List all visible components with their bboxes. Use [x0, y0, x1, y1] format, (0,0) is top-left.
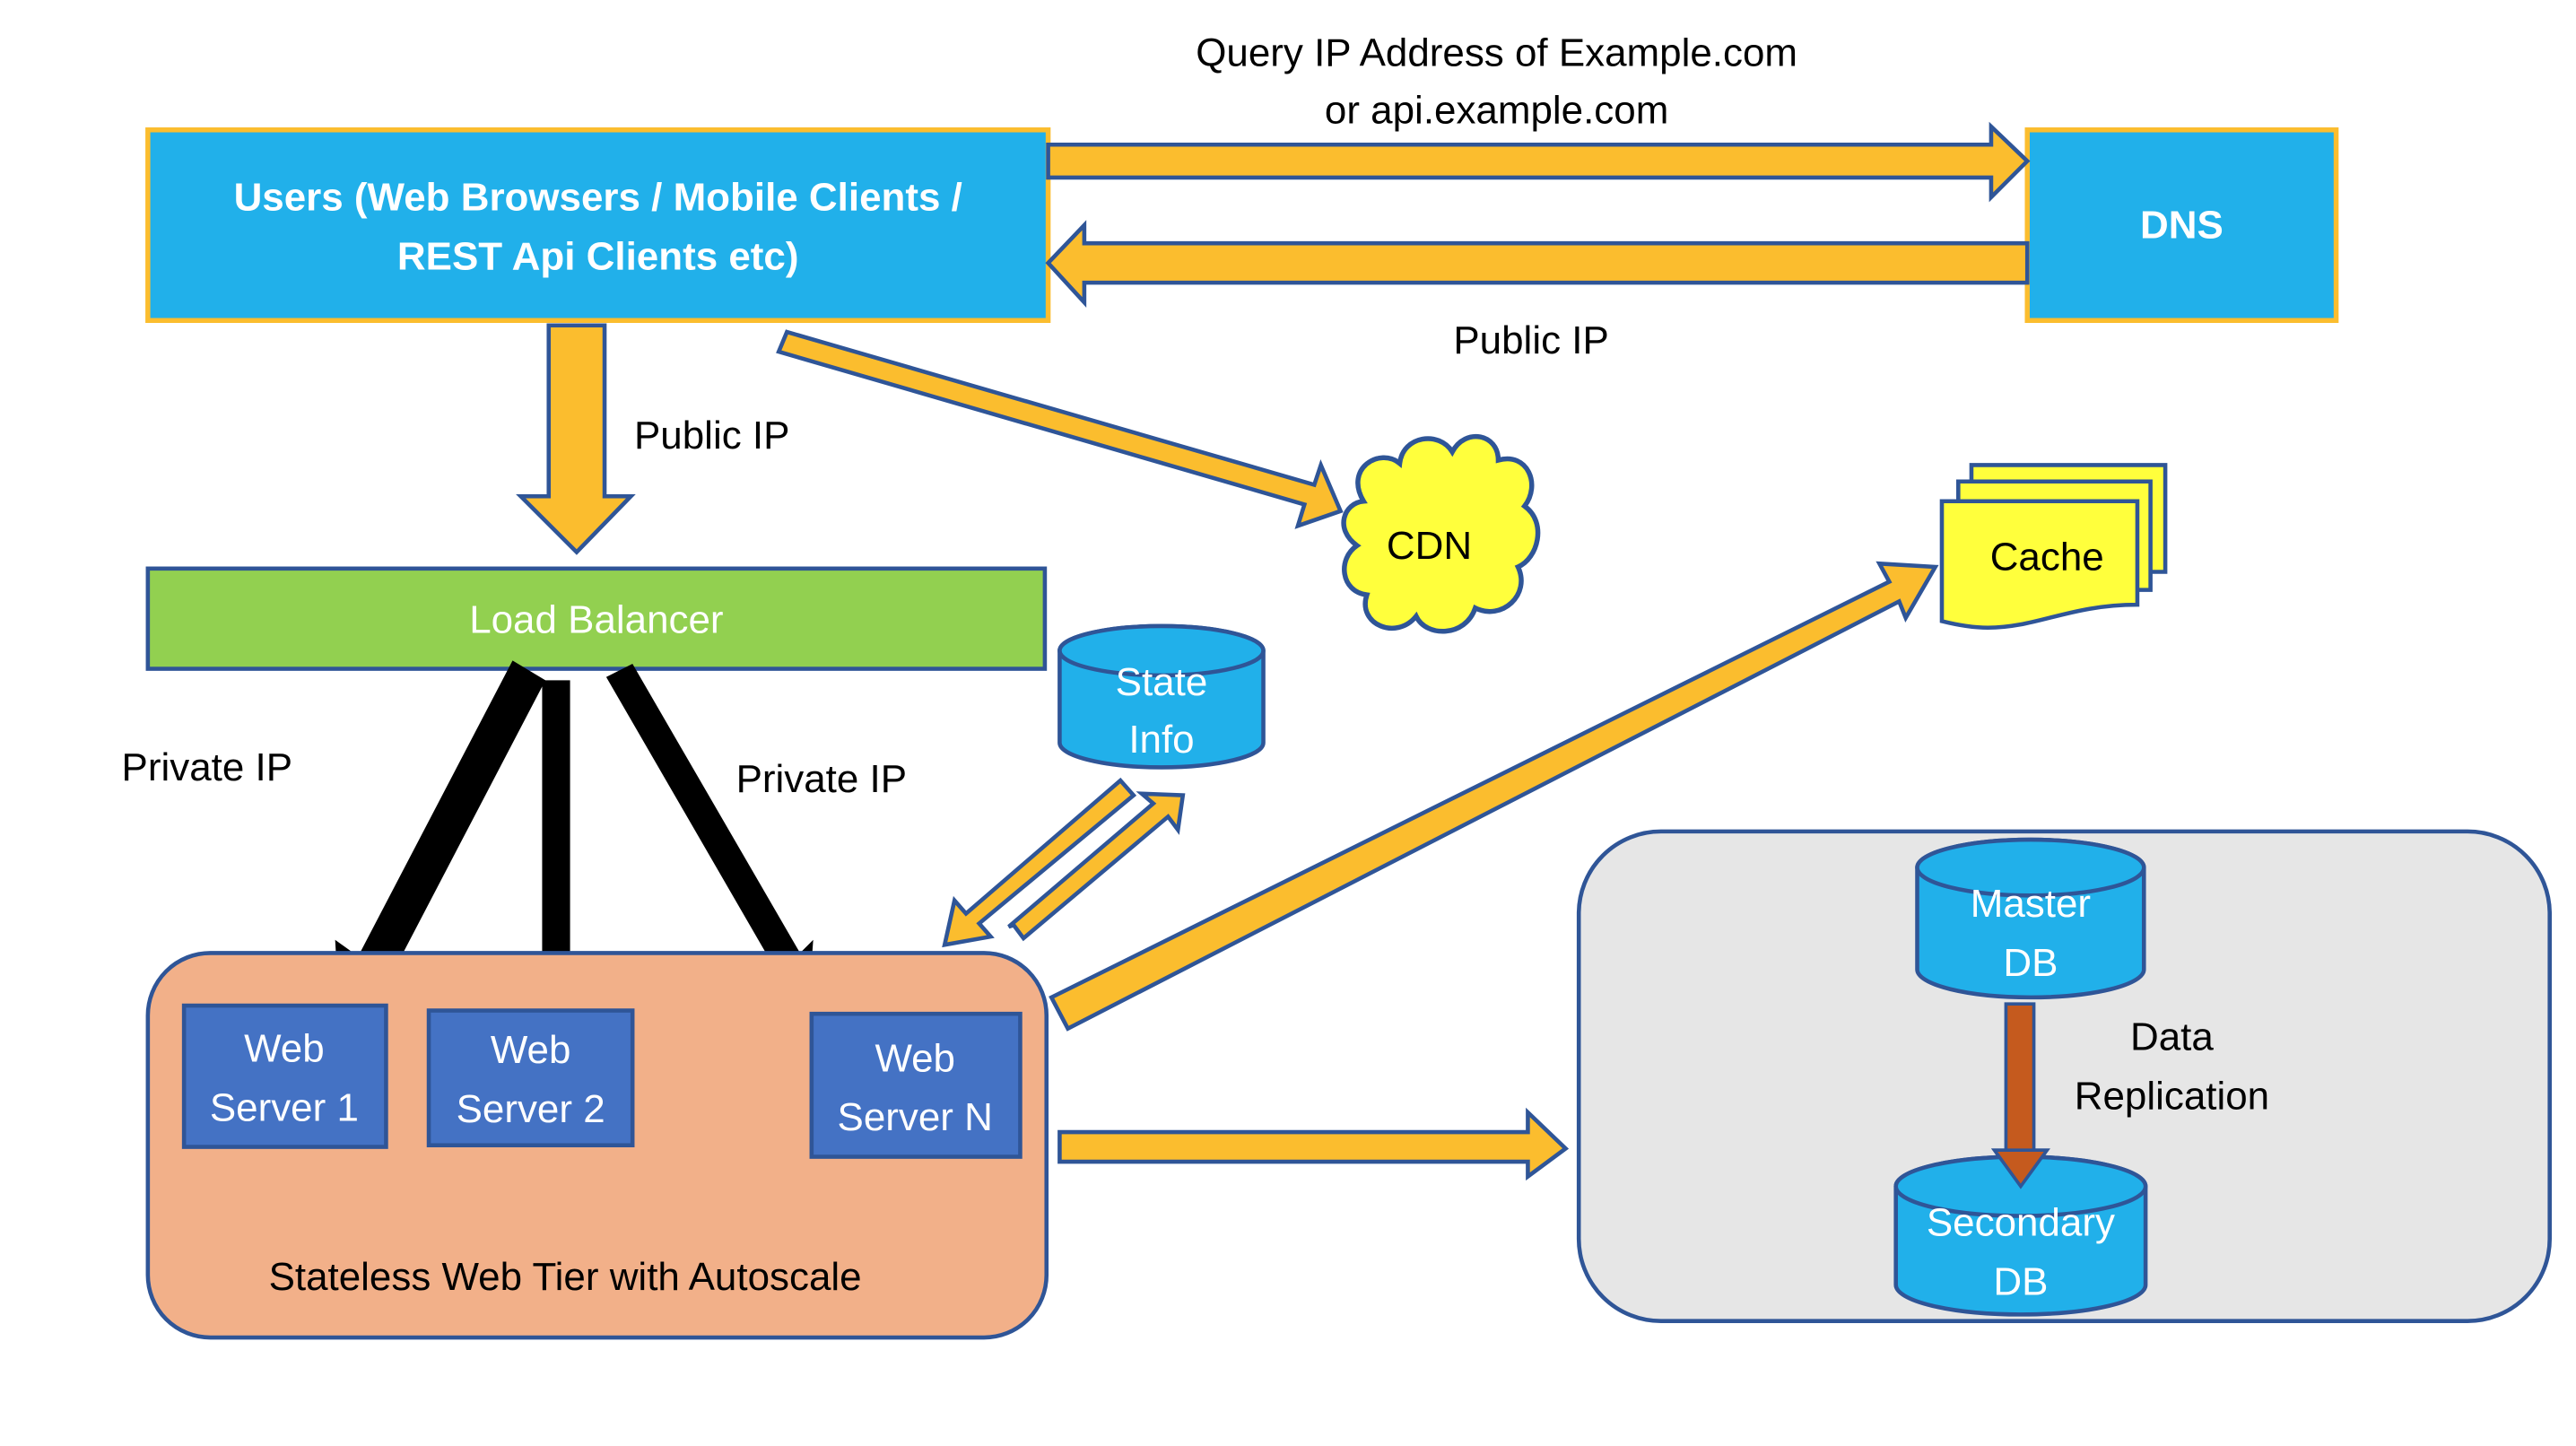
- web-server-2-box: [426, 1008, 635, 1148]
- cdn-label: CDN: [1387, 524, 1472, 568]
- cache-document-icon: [1939, 499, 2140, 631]
- cache-label: Cache: [1990, 536, 2104, 579]
- cdn-cloud-icon: [1341, 433, 1541, 634]
- state-info-cylinder-top: [1057, 623, 1266, 678]
- web-server-1[interactable]: Web Server 1: [181, 1003, 388, 1149]
- replication-label-line2: Replication: [2075, 1074, 2269, 1118]
- web-tier-group[interactable]: Web Server 1 Web Server 2 Web Server N S…: [145, 951, 1049, 1340]
- lb-to-server1-arrow: [335, 660, 546, 997]
- master-db-label-line1: Master: [1971, 882, 2091, 926]
- load-balancer-node[interactable]: Load Balancer: [145, 566, 1048, 671]
- db-group[interactable]: Master DB Data Replication Secondary DB: [1576, 829, 2552, 1324]
- web-server-n-label-line1: Web: [875, 1036, 955, 1080]
- users-label-line1: Users (Web Browsers / Mobile Clients /: [234, 176, 962, 220]
- dns-query-label-line2: or api.example.com: [1325, 88, 1668, 132]
- webtier-to-cache-arrow: [1049, 561, 1939, 1032]
- users-to-dns-arrow: [1046, 121, 2031, 203]
- secondary-db-label-line2: DB: [1993, 1259, 2048, 1303]
- lb-private-ip-left-label: Private IP: [122, 745, 292, 789]
- state-info-label-line1: State: [1116, 660, 1208, 704]
- users-label-line2: REST Api Clients etc): [397, 234, 799, 278]
- master-db-node[interactable]: Master DB: [1915, 837, 2146, 1000]
- webtier-to-db-arrow: [1057, 1107, 1570, 1181]
- cdn-node[interactable]: CDN: [1341, 433, 1541, 634]
- dns-node[interactable]: DNS: [2024, 127, 2339, 323]
- users-to-lb-arrow: [516, 323, 636, 555]
- dns-query-label-line1: Query IP Address of Example.com: [1196, 30, 1797, 74]
- dns-label: DNS: [2140, 204, 2224, 248]
- web-server-n-box: [809, 1011, 1023, 1159]
- users-node[interactable]: Users (Web Browsers / Mobile Clients / R…: [145, 127, 1051, 323]
- replication-arrow-head: [1991, 1148, 2050, 1189]
- users-box: [145, 127, 1051, 323]
- dns-response-label: Public IP: [1453, 318, 1608, 362]
- state-info-label-line2: Info: [1128, 718, 1194, 762]
- dns-box: [2024, 127, 2339, 323]
- load-balancer-box: [145, 566, 1048, 671]
- users-to-cdn-arrow: [776, 329, 1344, 529]
- master-db-cylinder-top: [1915, 837, 2146, 898]
- web-server-1-label-line2: Server 1: [210, 1085, 359, 1129]
- web-server-2[interactable]: Web Server 2: [426, 1008, 635, 1148]
- cache-node[interactable]: Cache: [1939, 463, 2168, 631]
- web-server-1-label-line1: Web: [244, 1026, 325, 1070]
- web-server-n[interactable]: Web Server N: [809, 1011, 1023, 1159]
- lb-private-ip-right-label: Private IP: [736, 757, 907, 801]
- dns-to-users-arrow: [1045, 220, 2030, 308]
- master-db-label-line2: DB: [2003, 941, 2058, 985]
- users-to-lb-label: Public IP: [634, 414, 789, 457]
- web-server-2-label-line2: Server 2: [457, 1087, 605, 1131]
- secondary-db-node[interactable]: Secondary DB: [1893, 1148, 2148, 1317]
- lb-to-server2-arrow: [526, 680, 587, 1003]
- state-to-webtier-arrow: [942, 777, 1137, 948]
- webtier-to-state-arrow: [1007, 791, 1186, 942]
- replication-label-line1: Data: [2130, 1015, 2214, 1058]
- web-server-2-label-line1: Web: [491, 1028, 571, 1072]
- state-info-node[interactable]: State Info: [1057, 623, 1266, 770]
- web-server-n-label-line2: Server N: [838, 1095, 993, 1139]
- load-balancer-label: Load Balancer: [469, 597, 723, 641]
- secondary-db-label-line1: Secondary: [1927, 1200, 2115, 1244]
- web-server-1-box: [181, 1003, 388, 1149]
- web-tier-label: Stateless Web Tier with Autoscale: [269, 1255, 862, 1299]
- lb-to-servern-arrow: [605, 664, 814, 1009]
- db-group-box: [1576, 829, 2552, 1324]
